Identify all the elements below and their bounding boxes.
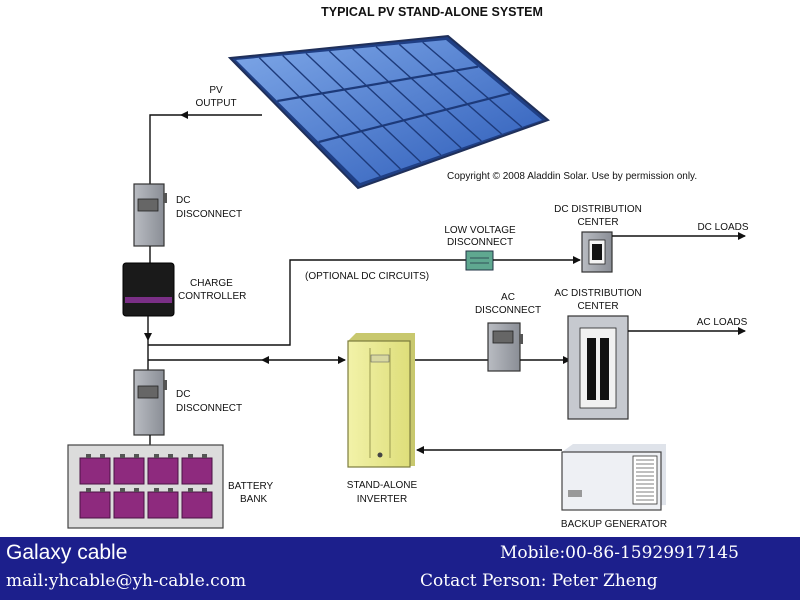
dc-distribution-label: DC DISTRIBUTION [554, 204, 642, 215]
email-address: mail:yhcable@yh-cable.com [6, 571, 247, 591]
low-voltage-disconnect [465, 250, 494, 271]
dc-distribution-label-2: CENTER [577, 217, 618, 228]
pv-output-label: PV [209, 85, 223, 96]
charge-controller-label: CHARGE [190, 278, 233, 289]
copyright-text: Copyright © 2008 Aladdin Solar. Use by p… [447, 171, 697, 182]
pv-system-diagram: TYPICAL PV STAND-ALONE SYSTEM Copyright … [67, 5, 749, 530]
ac-disconnect [487, 322, 523, 372]
battery-cell [79, 457, 111, 485]
ac-disconnect-label: AC [501, 292, 515, 303]
mobile-number: Mobile:00-86-15929917145 [500, 543, 739, 563]
dc-disconnect-top [133, 183, 167, 247]
ac-disconnect-label-2: DISCONNECT [475, 305, 541, 316]
inverter-label-2: INVERTER [357, 494, 407, 505]
charge-controller-label-2: CONTROLLER [178, 291, 246, 302]
ac-distribution-label: AC DISTRIBUTION [554, 288, 641, 299]
ac-distribution-center [567, 315, 629, 420]
battery-cell [181, 457, 213, 485]
stand-alone-inverter [347, 333, 415, 468]
contact-footer: Galaxy cable Mobile:00-86-15929917145 ma… [0, 537, 800, 600]
battery-bank-label-2: BANK [240, 494, 268, 505]
charge-controller [122, 262, 175, 317]
battery-cell [147, 457, 179, 485]
battery-cell [181, 491, 213, 519]
backup-generator-label: BACKUP GENERATOR [561, 519, 667, 530]
dc-disconnect-top-label-2: DISCONNECT [176, 209, 242, 220]
company-name: Galaxy cable [6, 541, 128, 564]
diagram-title: TYPICAL PV STAND-ALONE SYSTEM [321, 5, 543, 19]
battery-bank-label: BATTERY [228, 481, 274, 492]
backup-generator [561, 444, 666, 511]
dc-disconnect-top-label: DC [176, 195, 190, 206]
battery-bank [67, 444, 224, 529]
contact-person: Cotact Person: Peter Zheng [420, 571, 658, 591]
dc-disconnect-bottom-label: DC [176, 389, 190, 400]
pv-output-label-2: OUTPUT [195, 98, 236, 109]
battery-cell [113, 457, 145, 485]
dc-distribution-center [581, 231, 613, 273]
solar-panel-array [227, 34, 550, 190]
ac-distribution-label-2: CENTER [577, 301, 618, 312]
low-voltage-disconnect-label: LOW VOLTAGE [444, 225, 516, 236]
low-voltage-disconnect-label-2: DISCONNECT [447, 237, 513, 248]
dc-disconnect-bottom [133, 369, 167, 436]
battery-cell [147, 491, 179, 519]
optional-dc-circuits-label: (OPTIONAL DC CIRCUITS) [305, 271, 429, 282]
battery-cell [113, 491, 145, 519]
ac-loads-label: AC LOADS [697, 317, 748, 328]
battery-cell [79, 491, 111, 519]
dc-disconnect-bottom-label-2: DISCONNECT [176, 403, 242, 414]
inverter-label: STAND-ALONE [347, 480, 418, 491]
dc-loads-label: DC LOADS [697, 222, 748, 233]
